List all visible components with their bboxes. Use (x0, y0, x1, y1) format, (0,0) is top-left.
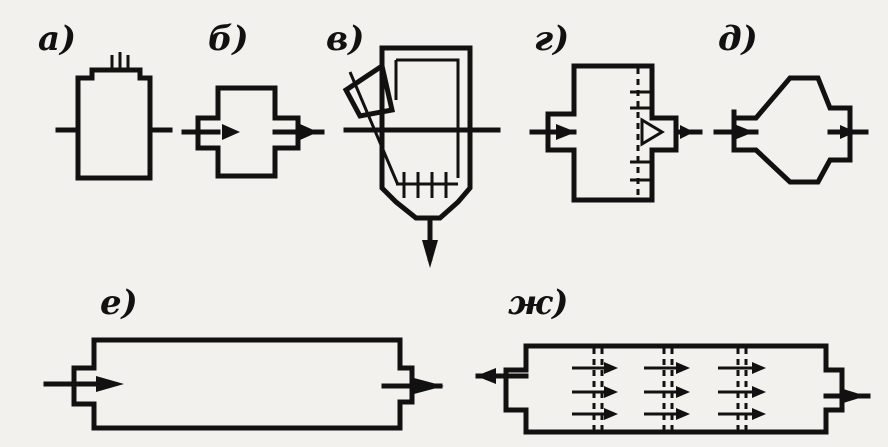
label-g: г) (534, 19, 570, 59)
diagram-b (181, 85, 325, 179)
diagram-g (529, 63, 703, 203)
stage-arrows (572, 362, 766, 420)
label-v: в) (326, 19, 365, 59)
label-zh: ж) (508, 283, 569, 323)
diagram-zh (475, 343, 871, 435)
diagram-v (342, 45, 501, 268)
label-a: а) (38, 19, 77, 59)
label-d: д) (718, 19, 758, 59)
diagram-d (713, 75, 869, 185)
diagram-e (43, 337, 444, 431)
label-e: е) (100, 283, 138, 323)
diagram-a (55, 52, 173, 181)
label-b: б) (208, 19, 249, 59)
